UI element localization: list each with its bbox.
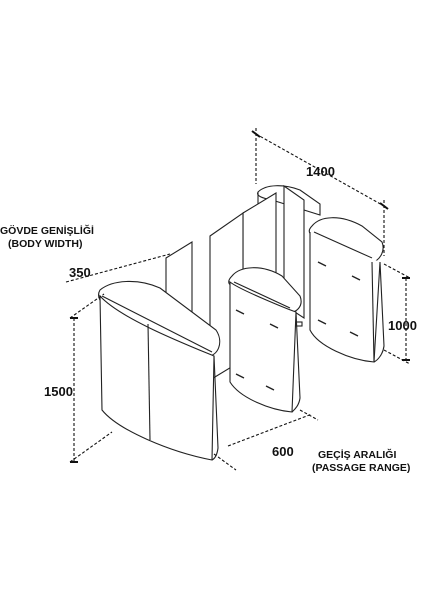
passage-label-en: (PASSAGE RANGE): [312, 462, 410, 474]
dimension-1500: 1500: [44, 384, 73, 399]
dimension-ticks: [70, 130, 410, 463]
dimension-350: 350: [69, 265, 91, 280]
front-left-cabinet: [98, 241, 221, 461]
dimension-lines: [65, 128, 411, 471]
passage-label-tr: GEÇİŞ ARALIĞI: [318, 448, 396, 461]
body-width-label-en: (BODY WIDTH): [8, 238, 82, 250]
dimension-600: 600: [272, 444, 294, 459]
front-right-cabinet: [209, 211, 303, 413]
body-width-label-tr: GÖVDE GENİŞLİĞİ: [0, 224, 94, 237]
back-right-cabinet: [308, 217, 385, 363]
dimension-1400: 1400: [306, 164, 335, 179]
dimension-1000: 1000: [388, 318, 417, 333]
